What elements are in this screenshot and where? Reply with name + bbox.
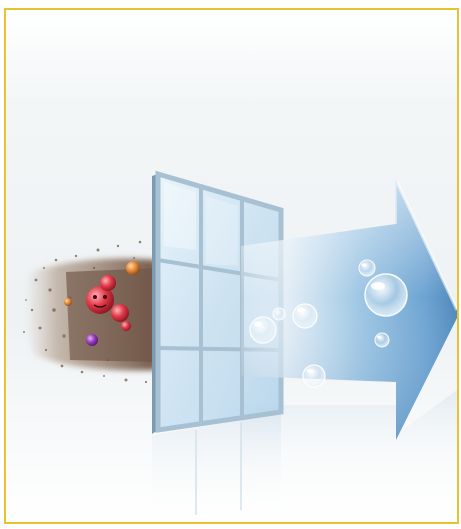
air-filter-illustration [6,10,457,522]
germ-red-small-1 [100,275,116,291]
bubble-large [365,274,407,316]
germ-orange-1 [126,261,140,275]
germ-orange-2 [64,298,72,306]
bubble-medium-3 [303,365,325,387]
bubble-small-3 [273,308,285,320]
bubble-small-1 [359,260,375,276]
bubble-medium-2 [293,304,317,328]
germ-red-tiny [121,321,131,331]
germ-red-small-2 [111,304,129,322]
bubble-medium-1 [250,317,276,343]
bubble-small-2 [375,333,389,347]
image-frame [4,8,459,524]
germ-purple [86,334,98,346]
